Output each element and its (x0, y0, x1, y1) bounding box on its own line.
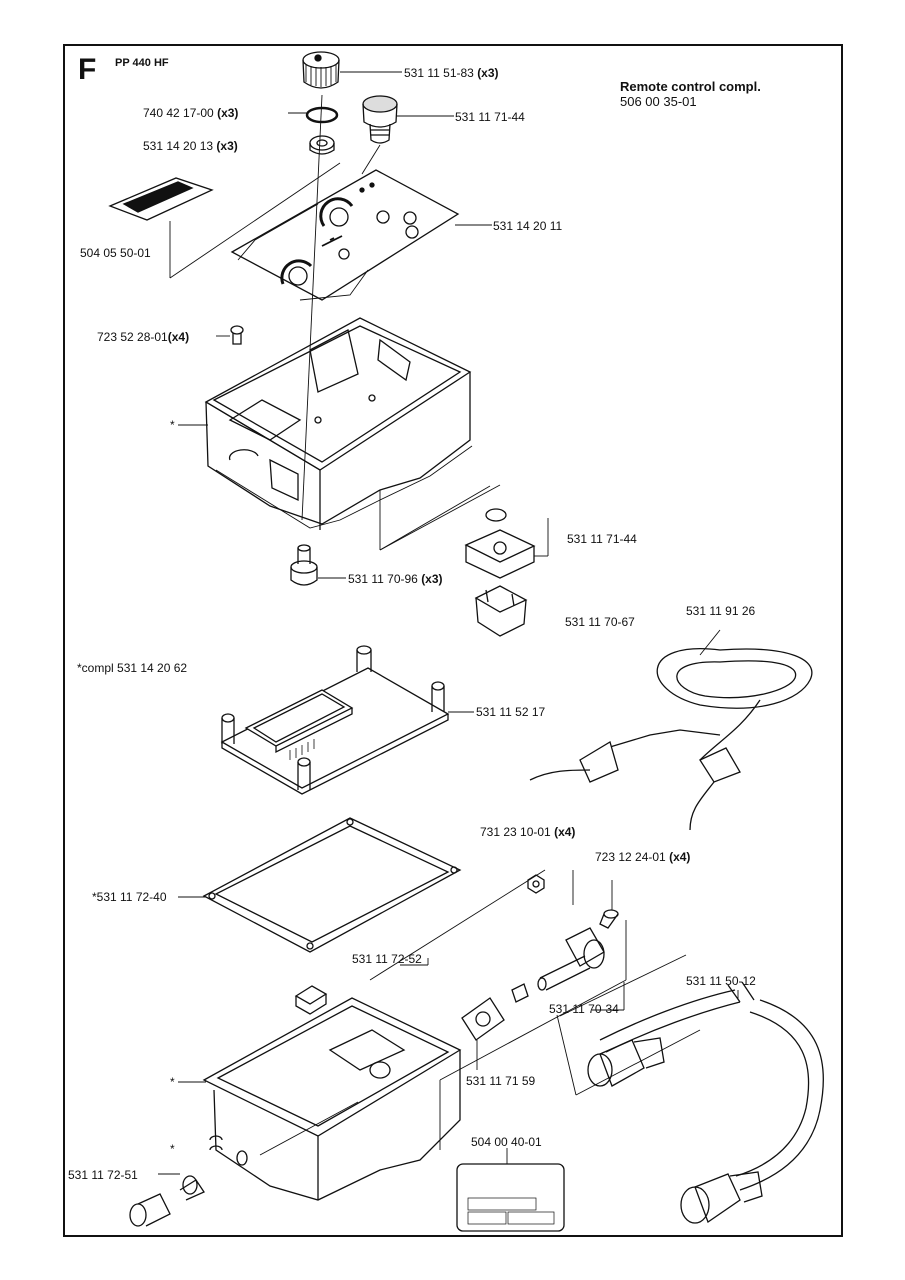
label-nut: 731 23 10-01 (x4) (480, 825, 575, 839)
part-number: 531 14 20 11 (493, 219, 563, 233)
label-plate: 531 11 71 59 (466, 1074, 535, 1088)
label-knob: 531 11 51-83 (x3) (404, 66, 499, 80)
label-standoff: 531 11 52 17 (476, 705, 545, 719)
label-fuse: 531 11 72-51 (68, 1168, 138, 1182)
part-number: 723 12 24-01 (595, 850, 666, 864)
leader-lines (158, 71, 739, 1175)
small-screw-drawing (230, 325, 244, 345)
part-number: 731 23 10-01 (480, 825, 551, 839)
label-connector: 531 11 70-34 (549, 1002, 619, 1016)
part-qty: (x3) (477, 66, 499, 80)
part-qty: (x3) (216, 139, 238, 153)
part-qty: (x4) (669, 850, 691, 864)
label-washer: 531 14 20 13 (x3) (143, 139, 238, 153)
part-number: 531 11 70-34 (549, 1002, 619, 1016)
part-number: 531 11 50-12 (686, 974, 756, 988)
connector-screw-drawing (599, 909, 619, 929)
label-switch: 531 11 70-67 (565, 615, 635, 629)
switch-drawing (474, 585, 528, 637)
washer-drawing (309, 135, 335, 155)
assembly-title: Remote control compl. (620, 79, 761, 94)
part-qty: (x4) (167, 330, 190, 344)
part-number: 531 11 91 26 (686, 604, 756, 618)
label-front-panel: 531 14 20 11 (493, 219, 562, 233)
label-cable: 531 11 50-12 (686, 974, 756, 988)
part-number: *compl 531 14 20 62 (77, 661, 188, 675)
star-marker: * (170, 418, 175, 432)
model-name: PP 440 HF (115, 57, 169, 69)
label-push-button: 531 11 71-44 (455, 110, 525, 124)
push-button-drawing (362, 95, 398, 144)
part-number: 531 11 52 17 (476, 705, 546, 719)
label-top-screw: 723 52 28-01(x4) (97, 330, 189, 344)
part-number: 531 11 71-44 (455, 110, 525, 124)
star-marker: * (170, 1075, 175, 1089)
part-number: 531 11 71-44 (567, 532, 637, 546)
part-number: 531 11 72-51 (68, 1168, 138, 1182)
label-strap: 531 11 91 26 (686, 604, 755, 618)
strap-drawing (529, 648, 813, 831)
assembly-number: 506 00 35-01 (620, 94, 697, 109)
section-letter: F (78, 53, 97, 86)
potentiometer-drawing (290, 544, 318, 586)
top-housing-drawing (204, 317, 473, 530)
label-decal: 504 05 50-01 (80, 246, 151, 260)
part-qty: (x3) (421, 572, 443, 586)
lamp-drawing (294, 985, 328, 1015)
front-panel-drawing (230, 169, 460, 301)
nut-drawing (527, 874, 545, 894)
label-lamp: 531 11 72-52 (352, 952, 422, 966)
part-number: 740 42 17-00 (143, 106, 214, 120)
switch-cap-drawing (464, 529, 536, 579)
bottom-housing-drawing (202, 997, 462, 1201)
part-number: 531 11 70-67 (565, 615, 635, 629)
label-potentiometer: 531 11 70-96 (x3) (348, 572, 443, 586)
plate-drawing (461, 997, 505, 1041)
connector-drawing (511, 927, 605, 1003)
fuse-holder-drawing (129, 1175, 205, 1227)
label-gasket: *531 11 72-40 (92, 890, 167, 904)
label-switch-cap: 531 11 71-44 (567, 532, 637, 546)
label-oring: 740 42 17-00 (x3) (143, 106, 238, 120)
cable-drawing (587, 981, 825, 1224)
part-number: 723 52 28-01 (97, 330, 168, 344)
gasket-drawing (202, 817, 462, 953)
part-number: 531 14 20 13 (143, 139, 214, 153)
oring-drawing (305, 106, 339, 124)
part-number: 531 11 51-83 (404, 66, 474, 80)
part-number: *531 11 72-40 (92, 890, 167, 904)
part-number: 504 05 50-01 (80, 246, 151, 260)
part-qty: (x4) (554, 825, 576, 839)
label-rating-label: 504 00 40-01 (471, 1135, 542, 1149)
part-number: 531 11 71 59 (466, 1074, 536, 1088)
part-number: 531 11 72-52 (352, 952, 422, 966)
part-number: 504 00 40-01 (471, 1135, 542, 1149)
diagram-frame (63, 44, 843, 1237)
part-qty: (x3) (217, 106, 239, 120)
label-connector-screw: 723 12 24-01 (x4) (595, 850, 690, 864)
part-number: 531 11 70-96 (348, 572, 418, 586)
rating-label-drawing (456, 1163, 565, 1232)
knob-drawing (302, 51, 340, 89)
pcb-drawing (220, 645, 450, 795)
label-pcb-compl: *compl 531 14 20 62 (77, 661, 187, 675)
star-marker: * (170, 1142, 175, 1156)
decal-drawing (108, 177, 214, 221)
assembly-lines (259, 94, 701, 1156)
switch-washer-drawing (485, 508, 507, 522)
